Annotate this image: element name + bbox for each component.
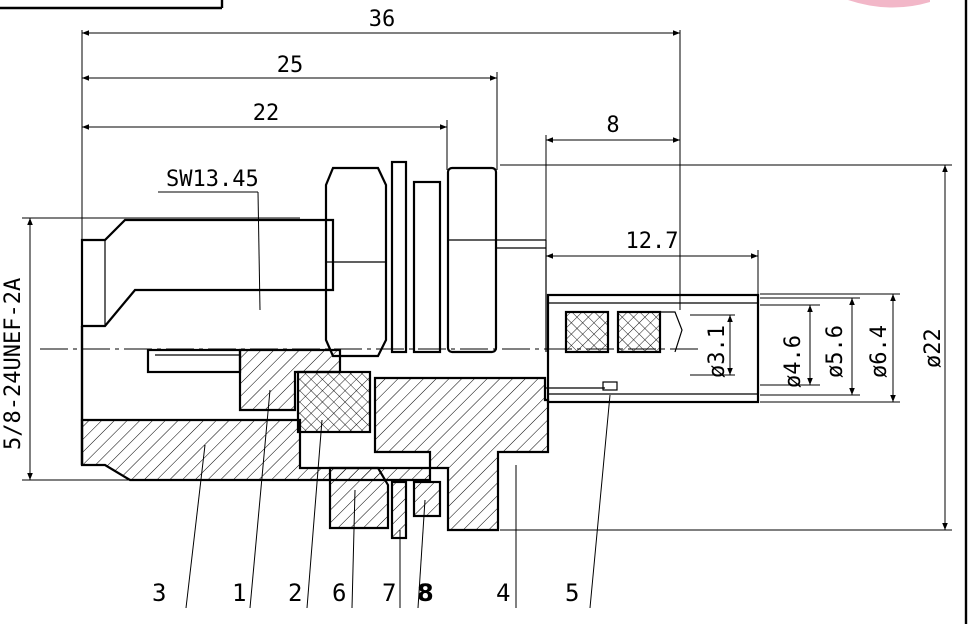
d-hole3-label: ø6.4 xyxy=(867,325,892,378)
title-block-frame xyxy=(0,0,224,10)
part-label-7: 7 xyxy=(382,579,396,607)
dim-36-label: 36 xyxy=(369,7,396,32)
dim-22-label: 22 xyxy=(253,101,280,126)
part-1-insulator xyxy=(146,348,342,412)
dim-8-label: 8 xyxy=(606,113,619,138)
part-5-pin xyxy=(545,293,760,404)
part-label-6: 6 xyxy=(332,579,346,607)
dimension-25: 25 xyxy=(82,53,498,170)
d-hole1-label: ø4.6 xyxy=(781,335,806,388)
dimension-8: 8 xyxy=(545,113,680,245)
thread-label: 5/8-24UNEF-2A xyxy=(1,278,26,450)
part-7-lockwasher-lower xyxy=(390,480,408,540)
flange-upper xyxy=(446,166,498,354)
part-8-washer-upper xyxy=(412,180,442,354)
dimension-22: 22 xyxy=(82,101,448,170)
wrench-size-callout: SW13.45 xyxy=(158,167,261,311)
part-3-body xyxy=(80,218,432,482)
part-7-lockwasher-upper xyxy=(390,160,408,354)
dimension-12-7: 12.7 xyxy=(546,229,759,300)
part-label-4: 4 xyxy=(496,579,510,607)
part-8-washer-lower xyxy=(412,480,442,518)
part-label-3: 3 xyxy=(152,579,166,607)
part-2-sleeve xyxy=(296,370,372,434)
part-6-washer xyxy=(328,466,390,530)
dimension-36: 36 xyxy=(81,7,681,310)
part-label-2: 2 xyxy=(288,579,302,607)
dim-12-7-label: 12.7 xyxy=(626,229,679,254)
part-leaders xyxy=(185,389,611,609)
part-label-8: 8 xyxy=(417,579,434,607)
diameter-dimensions: ø3.1 ø4.6 ø5.6 ø6.4 ø22 xyxy=(500,164,952,531)
part-label-1: 1 xyxy=(232,579,246,607)
d-flange-label: ø22 xyxy=(921,328,946,368)
d-hole2-label: ø5.6 xyxy=(823,325,848,378)
dim-25-label: 25 xyxy=(277,53,304,78)
d-pin-label: ø3.1 xyxy=(705,325,730,378)
part-4-contact-body xyxy=(373,376,550,532)
sw-label: SW13.45 xyxy=(166,167,259,192)
hex-nut xyxy=(324,166,388,358)
part-label-5: 5 xyxy=(565,579,579,607)
stamp-fragment xyxy=(848,0,930,8)
